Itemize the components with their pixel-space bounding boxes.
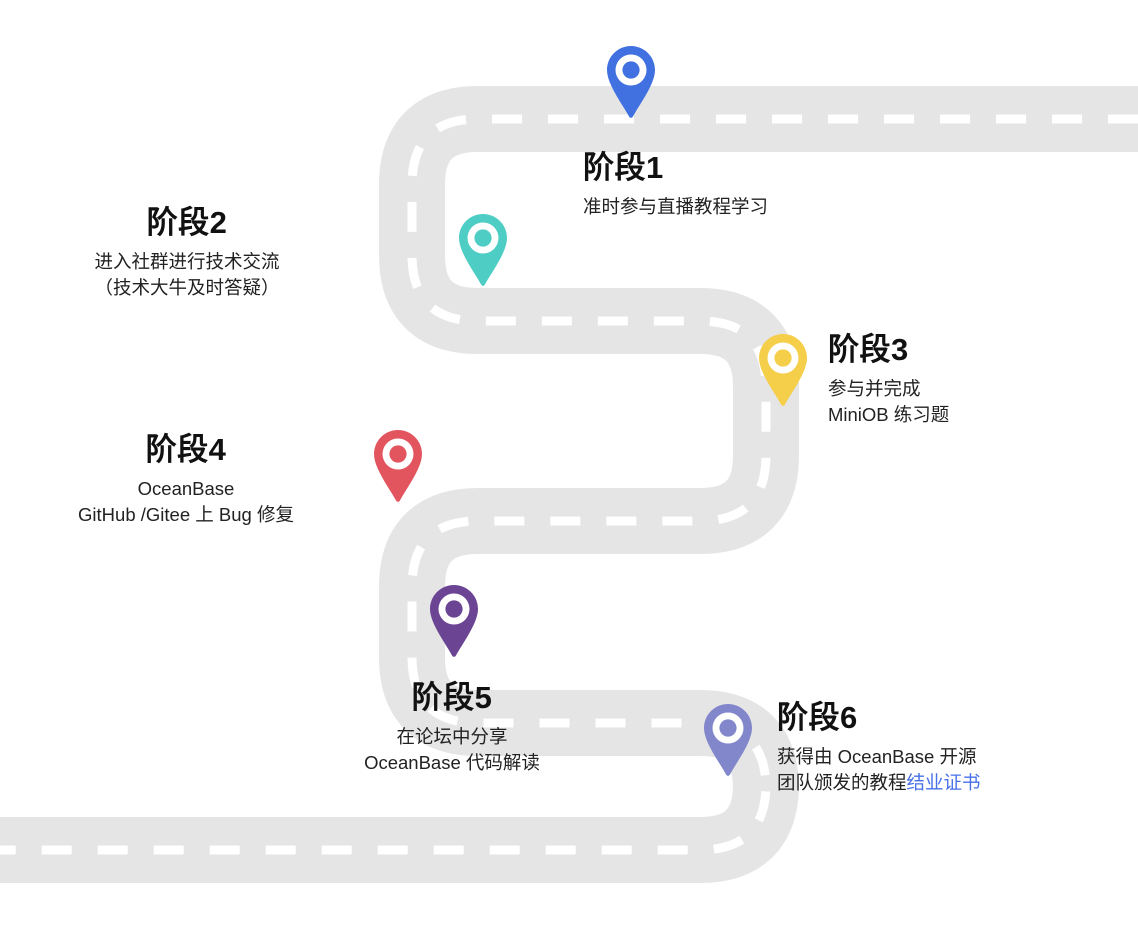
map-pin-icon — [759, 334, 807, 406]
map-pin-stage-4[interactable] — [370, 428, 426, 504]
map-pin-icon — [374, 430, 422, 502]
stage-2-desc-line-2: （技术大牛及时答疑） — [94, 276, 280, 298]
map-pin-icon — [459, 214, 507, 286]
stage-3-desc-line-2: MiniOB 练习题 — [828, 403, 950, 425]
stage-4-desc-line-1: OceanBase — [137, 477, 235, 499]
stage-6-desc-line-1: 获得由 OceanBase 开源 — [777, 745, 977, 767]
map-pin-stage-2[interactable] — [455, 212, 511, 288]
map-pin-stage-3[interactable] — [755, 332, 811, 408]
stage-6-block: 阶段6 获得由 OceanBase 开源 团队颁发的教程结业证书 — [777, 700, 1117, 796]
stage-5-title: 阶段5 — [411, 680, 493, 715]
map-pin-stage-6[interactable] — [700, 702, 756, 778]
stage-4-desc-line-2: GitHub /Gitee 上 Bug 修复 — [78, 503, 294, 525]
stage-3-desc-line-1: 参与并完成 — [828, 377, 921, 399]
stage-6-certificate-link[interactable]: 结业证书 — [906, 771, 981, 793]
stage-3-block: 阶段3 参与并完成 MiniOB 练习题 — [828, 332, 1128, 428]
stage-4-block: 阶段4 OceanBase GitHub /Gitee 上 Bug 修复 — [0, 432, 372, 528]
stage-6-title: 阶段6 — [777, 700, 858, 735]
map-pin-icon — [704, 704, 752, 776]
stage-4-title: 阶段4 — [145, 432, 227, 467]
stage-1-desc-line-1: 准时参与直播教程学习 — [583, 195, 769, 217]
map-pin-icon — [607, 46, 655, 118]
stage-2-title: 阶段2 — [146, 205, 228, 240]
stage-5-block: 阶段5 在论坛中分享 OceanBase 代码解读 — [232, 680, 672, 776]
map-pin-icon — [430, 585, 478, 657]
stage-2-desc-line-1: 进入社群进行技术交流 — [94, 250, 280, 272]
stage-3-title: 阶段3 — [828, 332, 909, 367]
stage-2-block: 阶段2 进入社群进行技术交流 （技术大牛及时答疑） — [30, 205, 440, 301]
stage-5-desc-line-1: 在论坛中分享 — [396, 725, 508, 747]
stage-6-desc-plain: 团队颁发的教程 — [777, 771, 907, 793]
stage-5-desc-line-2: OceanBase 代码解读 — [364, 751, 540, 773]
map-pin-stage-5[interactable] — [426, 583, 482, 659]
stage-1-block: 阶段1 准时参与直播教程学习 — [583, 150, 1003, 220]
stage-6-desc-line-2: 团队颁发的教程结业证书 — [777, 770, 1117, 796]
map-pin-stage-1[interactable] — [603, 44, 659, 120]
stage-1-title: 阶段1 — [583, 150, 664, 185]
road-center-dashes — [0, 114, 1138, 855]
